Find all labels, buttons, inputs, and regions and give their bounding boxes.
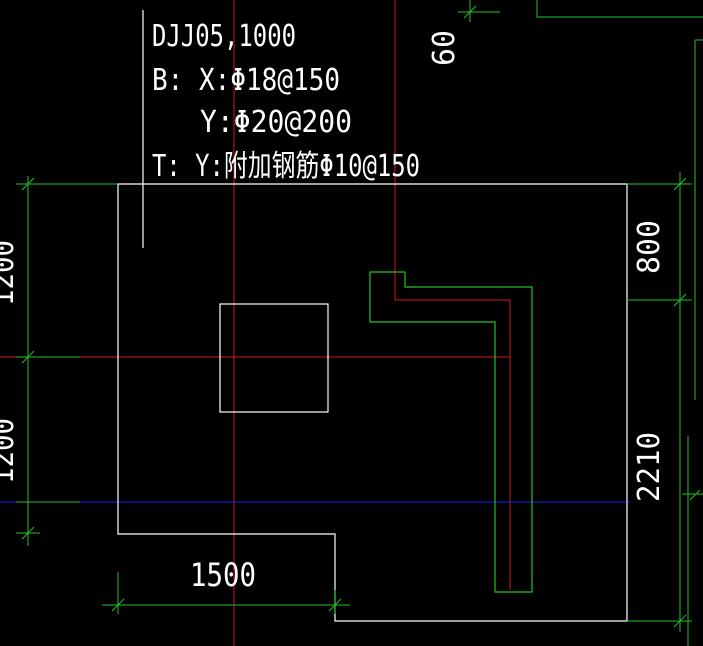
wall-outline[interactable] [369, 271, 533, 593]
annotation-line-4: T: Y:附加钢筋Φ10@150 [152, 149, 420, 184]
dimension-label-left-lower: 1200 [0, 418, 21, 484]
annotation-block: DJJ05,1000 B: X:Φ18@150 Y:Φ20@200 T: Y:附… [152, 19, 420, 184]
dimension-label-left-upper: 1200 [0, 240, 21, 306]
column-rectangle[interactable] [219, 303, 329, 413]
annotation-line-2: B: X:Φ18@150 [152, 63, 340, 98]
dimension-labels: 60 800 2210 1500 1200 1200 [0, 30, 667, 594]
annotation-line-1: DJJ05,1000 [152, 19, 296, 54]
annotation-line-3: Y:Φ20@200 [200, 105, 352, 140]
dimension-label-right-lower: 2210 [632, 432, 667, 502]
dimension-lines [16, 0, 703, 646]
dimension-label-bottom: 1500 [190, 556, 256, 594]
dimension-label-right-upper: 800 [632, 220, 667, 274]
axis-bent [395, 299, 511, 590]
axis-lines [0, 0, 511, 646]
dimension-label-top: 60 [427, 30, 462, 66]
